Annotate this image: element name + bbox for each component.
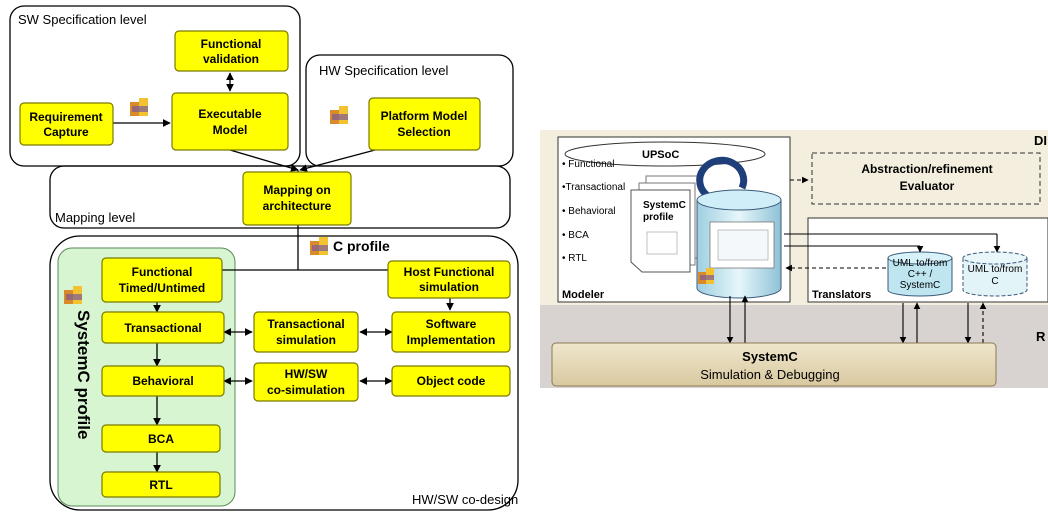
refresh-arrow-icon: [696, 156, 748, 199]
svg-text:SystemC: SystemC: [643, 200, 686, 211]
level-item: • Functional: [562, 159, 614, 170]
translators-label: Translators: [812, 289, 871, 301]
svg-text:UML to/from: UML to/from: [893, 258, 948, 269]
modeler-label: Modeler: [562, 289, 605, 301]
svg-text:validation: validation: [203, 52, 259, 66]
box-platform-model-selection: Platform Model Selection: [368, 97, 481, 151]
box-requirement-capture: Requirement Capture: [19, 102, 114, 146]
sw-spec-label: SW Specification level: [18, 12, 147, 27]
hwsw-codesign-label: HW/SW co-design: [412, 492, 518, 507]
svg-text:BCA: BCA: [148, 432, 174, 446]
svg-text:Transactional: Transactional: [124, 321, 201, 335]
svg-text:Executable: Executable: [198, 107, 262, 121]
box-bca: BCA: [101, 424, 221, 453]
box-hwsw-cosimulation: HW/SW co-simulation: [253, 362, 359, 402]
svg-text:Object code: Object code: [417, 374, 486, 388]
box-rtl: RTL: [101, 471, 221, 498]
box-transactional-simulation: Transactional simulation: [253, 311, 359, 353]
svg-text:simulation: simulation: [276, 333, 336, 347]
mapping-level-frame: [49, 165, 511, 229]
systemc-simulation-bar: [551, 342, 997, 387]
uml-logo-icon: [130, 98, 148, 116]
svg-text:UML to/from: UML to/from: [968, 264, 1023, 275]
svg-text:RTL: RTL: [149, 478, 172, 492]
systemc-bar-subtitle: Simulation & Debugging: [700, 367, 839, 382]
box-behavioral: Behavioral: [101, 365, 225, 397]
systemc-profile-label: SystemC profile: [74, 310, 93, 439]
c-profile-label: C profile: [333, 238, 390, 254]
uml-logo-icon: [310, 237, 328, 255]
box-object-code: Object code: [391, 365, 511, 397]
box-host-functional-simulation: Host Functional simulation: [387, 260, 511, 299]
svg-text:Functional: Functional: [201, 37, 262, 51]
box-transactional: Transactional: [101, 311, 225, 344]
uml-c-translator: UML to/from C: [962, 251, 1028, 297]
svg-text:Behavioral: Behavioral: [132, 374, 193, 388]
abstraction-evaluator-label: Evaluator: [900, 179, 955, 193]
svg-text:Transactional: Transactional: [267, 317, 344, 331]
uml-logo-icon: [330, 106, 348, 124]
edge-label-r: R: [1036, 329, 1046, 344]
svg-text:Platform Model: Platform Model: [381, 109, 468, 123]
edge-label-di: DI: [1034, 133, 1047, 148]
svg-text:co-simulation: co-simulation: [267, 383, 345, 397]
abstraction-evaluator-frame: [811, 152, 1041, 205]
svg-text:Functional: Functional: [132, 265, 193, 279]
upsoc-cycle-icon: [564, 141, 766, 167]
box-functional-timed: Functional Timed/Untimed: [101, 257, 223, 303]
svg-text:Timed/Untimed: Timed/Untimed: [119, 281, 205, 295]
right-connector-lines: [726, 176, 1001, 344]
svg-text:Implementation: Implementation: [407, 333, 496, 347]
hw-spec-label: HW Specification level: [319, 63, 448, 78]
svg-text:C++ /: C++ /: [908, 269, 933, 280]
uml-logo-icon: [698, 268, 714, 284]
level-item: • BCA: [562, 230, 589, 241]
svg-text:Host Functional: Host Functional: [404, 265, 495, 279]
svg-text:Software: Software: [426, 317, 477, 331]
box-mapping-on-architecture: Mapping on architecture: [242, 171, 352, 226]
svg-text:SystemC: SystemC: [900, 280, 941, 291]
box-software-implementation: Software Implementation: [391, 311, 511, 353]
level-item: •Transactional: [562, 182, 625, 193]
abstraction-evaluator-label: Abstraction/refinement: [861, 162, 992, 176]
upsoc-label: UPSoC: [642, 149, 679, 161]
level-item: • RTL: [562, 253, 587, 264]
systemc-bar-title: SystemC: [742, 349, 798, 364]
uml-logo-icon: [64, 286, 82, 304]
box-executable-model: Executable Model: [171, 92, 289, 151]
svg-text:Model: Model: [213, 123, 248, 137]
svg-text:profile: profile: [643, 212, 674, 223]
svg-text:Requirement: Requirement: [29, 110, 102, 124]
hwsw-codesign-frame: [49, 235, 519, 511]
svg-text:Capture: Capture: [43, 125, 89, 139]
uml-cpp-systemc-translator: UML to/from C++ / SystemC: [887, 251, 953, 297]
box-functional-validation: Functional validation: [174, 30, 289, 72]
systemc-profile-document: SystemC profile: [630, 175, 703, 273]
svg-text:C: C: [991, 276, 998, 287]
svg-text:architecture: architecture: [263, 199, 332, 213]
svg-text:simulation: simulation: [419, 280, 479, 294]
svg-text:Selection: Selection: [397, 125, 450, 139]
svg-text:Mapping on: Mapping on: [263, 183, 330, 197]
mapping-level-label: Mapping level: [55, 210, 135, 225]
svg-text:HW/SW: HW/SW: [285, 367, 328, 381]
model-repository-cylinder: [696, 189, 782, 299]
level-item: • Behavioral: [562, 206, 616, 217]
